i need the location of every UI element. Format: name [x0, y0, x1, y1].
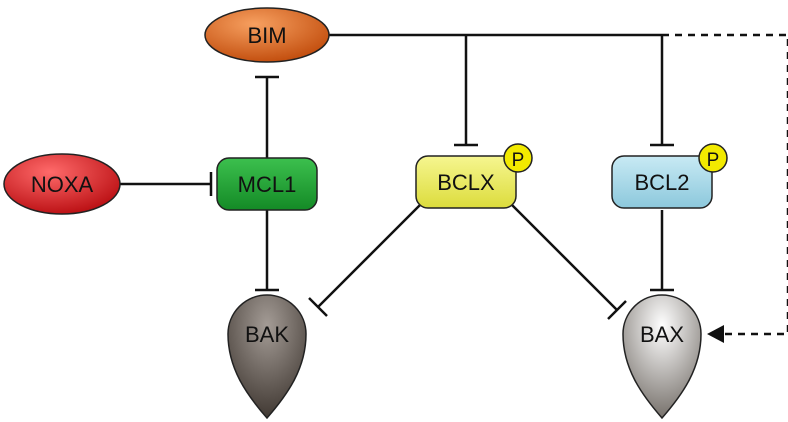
svg-text:BAK: BAK — [245, 322, 289, 347]
svg-text:BCL2: BCL2 — [634, 170, 689, 195]
edge-bclx-bax — [511, 204, 618, 311]
svg-text:NOXA: NOXA — [31, 172, 94, 197]
svg-text:MCL1: MCL1 — [238, 172, 297, 197]
svg-text:BIM: BIM — [247, 23, 286, 48]
node-noxa: NOXA — [3, 153, 121, 215]
edge-bclx-bak — [317, 204, 421, 308]
node-bcl2: BCL2 — [611, 155, 713, 209]
edge-bclx-bax-tbar — [607, 300, 627, 320]
svg-text:BCLX: BCLX — [437, 170, 495, 195]
svg-text:BAX: BAX — [640, 322, 684, 347]
svg-text:P: P — [707, 150, 720, 171]
edge-bim-bax-dashed — [662, 33, 788, 336]
node-mcl1: MCL1 — [216, 157, 318, 211]
node-bclx: BCLX — [415, 155, 517, 209]
svg-text:P: P — [512, 150, 525, 171]
phospho-badge-bclx: P — [503, 143, 533, 173]
edge-bclx-bak-tbar — [308, 297, 328, 317]
node-bax: BAX — [622, 294, 702, 420]
node-bim: BIM — [204, 7, 330, 63]
phospho-badge-bcl2: P — [698, 143, 728, 173]
edge-bim-bax-arrowhead — [707, 325, 724, 343]
node-bak: BAK — [227, 294, 307, 420]
